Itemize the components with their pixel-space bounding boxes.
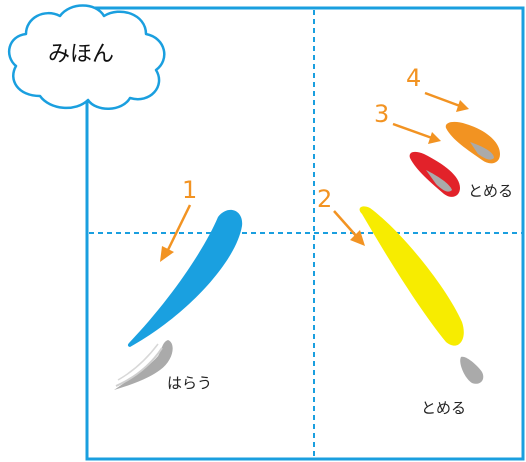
tomeru-label-stroke-2: とめる [421, 399, 467, 417]
stroke-2-tome-gray [460, 356, 484, 384]
stroke-order-number-2: 2 [317, 185, 333, 213]
stroke-order-number-3: 3 [374, 100, 390, 128]
sample-badge-text: みほん [48, 42, 115, 67]
tomeru-label-dots: とめる [468, 182, 514, 200]
arrow-4 [424, 91, 469, 112]
arrow-1 [160, 204, 192, 262]
stroke-1-harau-gray [114, 340, 173, 390]
writing-box-border [85, 6, 525, 461]
stroke-2-shape [359, 206, 464, 346]
stroke-3-shape [409, 151, 460, 197]
stroke-order-number-1: 1 [182, 176, 198, 204]
arrow-2 [333, 210, 365, 246]
harau-label: はらう [167, 374, 213, 392]
arrow-3 [392, 122, 441, 144]
stroke-1-shape [127, 209, 243, 347]
sample-cloud-badge [7, 4, 166, 110]
stroke-order-number-4: 4 [406, 64, 422, 92]
